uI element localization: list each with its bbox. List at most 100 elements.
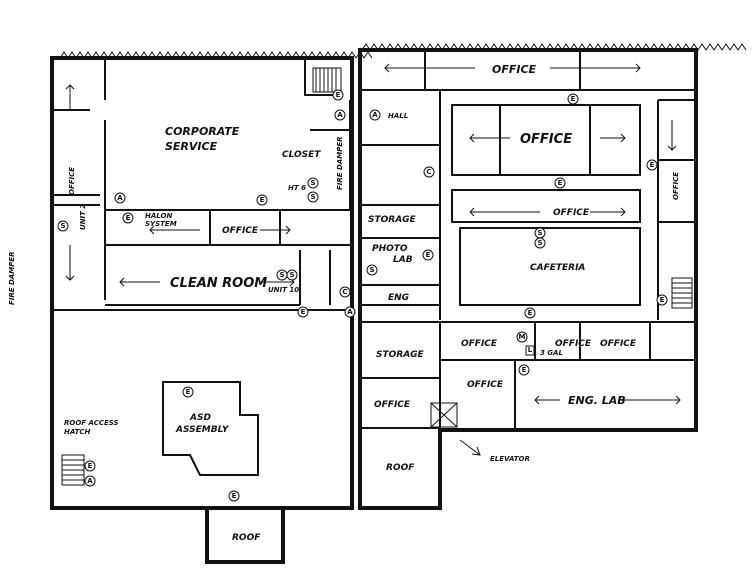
marker-s-clean-2: S: [286, 269, 298, 281]
label-asd: ASD: [189, 413, 211, 423]
label-office-top: OFFICE: [492, 63, 537, 76]
marker-s-clean-1: S: [276, 269, 288, 281]
label-office-right-2: OFFICE: [600, 339, 637, 349]
elevator-shaft: [430, 402, 458, 428]
svg-text:S: S: [289, 271, 294, 279]
label-photo: PHOTO: [372, 244, 408, 254]
label-lab: LAB: [393, 255, 413, 265]
label-system: SYSTEM: [145, 220, 177, 228]
marker-e-clean-bottom: E: [297, 306, 309, 318]
marker-e-photo: E: [422, 249, 434, 261]
marker-e-top: E: [567, 93, 579, 105]
marker-a-hall: A: [369, 109, 381, 121]
svg-text:C: C: [342, 288, 347, 296]
label-office-east-upper: OFFICE: [553, 208, 590, 218]
label-service: SERVICE: [165, 140, 218, 153]
svg-text:A: A: [337, 111, 343, 119]
label-office-west-vertical: OFFICE: [68, 167, 76, 195]
marker-a-stairs: A: [84, 475, 96, 487]
interior-walls-left: [52, 58, 352, 311]
svg-text:E: E: [558, 179, 563, 187]
marker-e-cafe-bottom: E: [524, 307, 536, 319]
label-eng-lab: ENG. LAB: [568, 394, 626, 407]
asd-assembly-outline: [162, 381, 259, 476]
svg-text:E: E: [260, 196, 265, 204]
marker-m: M: [516, 331, 528, 343]
label-hall: HALL: [388, 112, 408, 120]
svg-text:S: S: [279, 271, 284, 279]
svg-text:S: S: [310, 193, 315, 201]
label-cafeteria: CAFETERIA: [530, 263, 585, 273]
svg-text:E: E: [88, 462, 93, 470]
svg-text:E: E: [660, 296, 665, 304]
svg-text:S: S: [369, 266, 374, 274]
label-corporate: CORPORATE: [165, 125, 240, 138]
svg-text:E: E: [522, 366, 527, 374]
svg-text:E: E: [336, 91, 341, 99]
direction-arrows: [65, 63, 681, 456]
marker-s-cafe-2: S: [534, 237, 546, 249]
label-office-east-vertical: OFFICE: [672, 172, 680, 200]
svg-text:S: S: [310, 179, 315, 187]
label-storage-upper: STORAGE: [368, 215, 417, 225]
label-fire-damper-closet: FIRE DAMPER: [336, 137, 344, 191]
label-elevator: ELEVATOR: [490, 455, 530, 463]
roof-edge-left: [59, 51, 373, 59]
label-halon: HALON: [145, 212, 172, 220]
label-assembly: ASSEMBLY: [175, 425, 230, 435]
svg-text:A: A: [117, 194, 123, 202]
marker-c-hall: C: [423, 166, 435, 178]
svg-text:E: E: [232, 492, 237, 500]
marker-s-cafe-1: S: [534, 227, 546, 239]
marker-e-right-1: E: [646, 159, 658, 171]
svg-text:A: A: [372, 111, 378, 119]
label-eng: ENG: [388, 293, 409, 303]
marker-e-office-halon: E: [256, 194, 268, 206]
svg-text:M: M: [519, 333, 526, 341]
label-office-mid-small: OFFICE: [461, 339, 498, 349]
marker-s-corp-1: S: [307, 177, 319, 189]
room-labels: OFFICE OFFICE OFFICE OFFICE OFFICE OFFIC…: [8, 63, 680, 543]
svg-text:A: A: [87, 477, 93, 485]
interior-walls-right: [360, 50, 696, 430]
svg-text:L: L: [528, 346, 533, 354]
svg-text:E: E: [650, 161, 655, 169]
marker-a-closet: A: [334, 109, 346, 121]
label-office-lower-mid: OFFICE: [467, 380, 504, 390]
svg-text:E: E: [426, 251, 431, 259]
label-office-lower-left: OFFICE: [374, 400, 411, 410]
marker-l: L: [525, 345, 535, 356]
label-hatch: HATCH: [64, 428, 91, 436]
svg-text:C: C: [426, 168, 431, 176]
label-fire-damper-left: FIRE DAMPER: [8, 252, 16, 306]
label-roof-bottom: ROOF: [232, 533, 261, 543]
markers: A E E S S A E E S S S S E A C E A C E S …: [57, 89, 668, 502]
svg-text:S: S: [537, 239, 542, 247]
marker-c-clean: C: [339, 286, 351, 298]
label-clean-room: CLEAN ROOM: [170, 276, 267, 291]
marker-e-cafe: E: [554, 177, 566, 189]
svg-text:E: E: [186, 388, 191, 396]
stairs-bottom-left: [61, 454, 85, 486]
marker-e-closet: E: [332, 89, 344, 101]
marker-e-lower: E: [518, 364, 530, 376]
stairs-right: [671, 277, 693, 309]
marker-e-bottom: E: [228, 490, 240, 502]
marker-e-halon: E: [122, 212, 134, 224]
marker-e-unit2: S: [57, 220, 69, 232]
svg-text:S: S: [60, 222, 65, 230]
label-roof-right: ROOF: [386, 463, 415, 473]
marker-s-photo: S: [366, 264, 378, 276]
svg-text:E: E: [126, 214, 131, 222]
label-closet: CLOSET: [282, 150, 321, 160]
label-office-right-1: OFFICE: [555, 339, 592, 349]
marker-e-right-2: E: [656, 294, 668, 306]
marker-e-left: A: [114, 192, 126, 204]
marker-s-corp-2: S: [307, 191, 319, 203]
label-unit-2: UNIT 2: [79, 204, 87, 230]
stairs-top: [312, 67, 342, 93]
label-storage-lower: STORAGE: [376, 350, 425, 360]
svg-text:S: S: [537, 229, 542, 237]
svg-text:E: E: [571, 95, 576, 103]
